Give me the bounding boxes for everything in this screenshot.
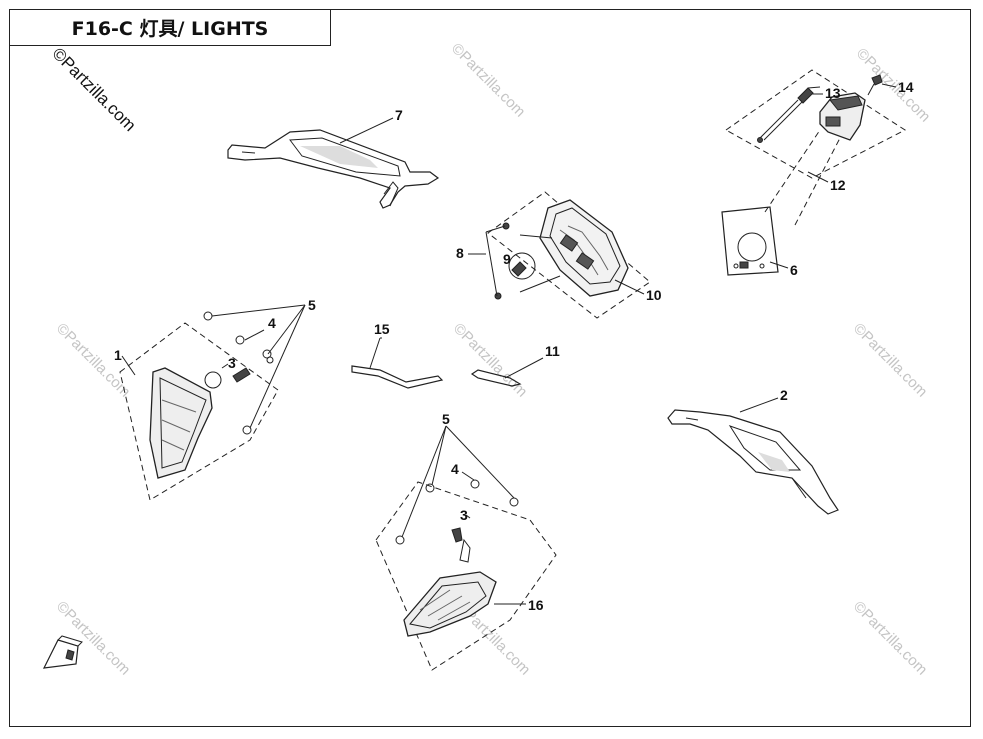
callout-1: 1 xyxy=(114,347,122,363)
part-15-rod xyxy=(351,337,444,389)
part-1-turn-signal xyxy=(119,311,279,501)
part-12-13-14-assembly xyxy=(721,69,906,276)
callout-5a: 5 xyxy=(308,297,316,313)
callout-5b: 5 xyxy=(442,411,450,427)
part-2-bracket xyxy=(667,409,839,515)
callout-7: 7 xyxy=(395,107,403,123)
callout-15: 15 xyxy=(374,321,390,337)
callout-13: 13 xyxy=(825,85,841,101)
callout-4b: 4 xyxy=(451,461,459,477)
callout-3a: 3 xyxy=(228,355,236,371)
callout-9: 9 xyxy=(503,251,511,267)
callout-11: 11 xyxy=(545,343,560,359)
callout-3b: 3 xyxy=(460,507,468,523)
part-16-tail-light xyxy=(375,479,557,671)
callout-6: 6 xyxy=(790,262,798,278)
part-7-bracket xyxy=(227,129,440,209)
callout-4a: 4 xyxy=(268,315,276,331)
diagram-frame xyxy=(9,9,971,727)
part-10-headlight xyxy=(485,191,651,319)
callout-8: 8 xyxy=(456,245,464,261)
part-11-strap xyxy=(470,357,544,387)
diagram-title-box: F16-C 灯具/ LIGHTS xyxy=(9,9,331,46)
callout-10: 10 xyxy=(646,287,662,303)
callout-12: 12 xyxy=(830,177,846,193)
callout-2: 2 xyxy=(780,387,788,403)
callout-14: 14 xyxy=(898,79,914,95)
diagram-title: F16-C 灯具/ LIGHTS xyxy=(71,18,269,40)
callout-16: 16 xyxy=(528,597,544,613)
fwd-arrow-icon xyxy=(42,635,83,669)
